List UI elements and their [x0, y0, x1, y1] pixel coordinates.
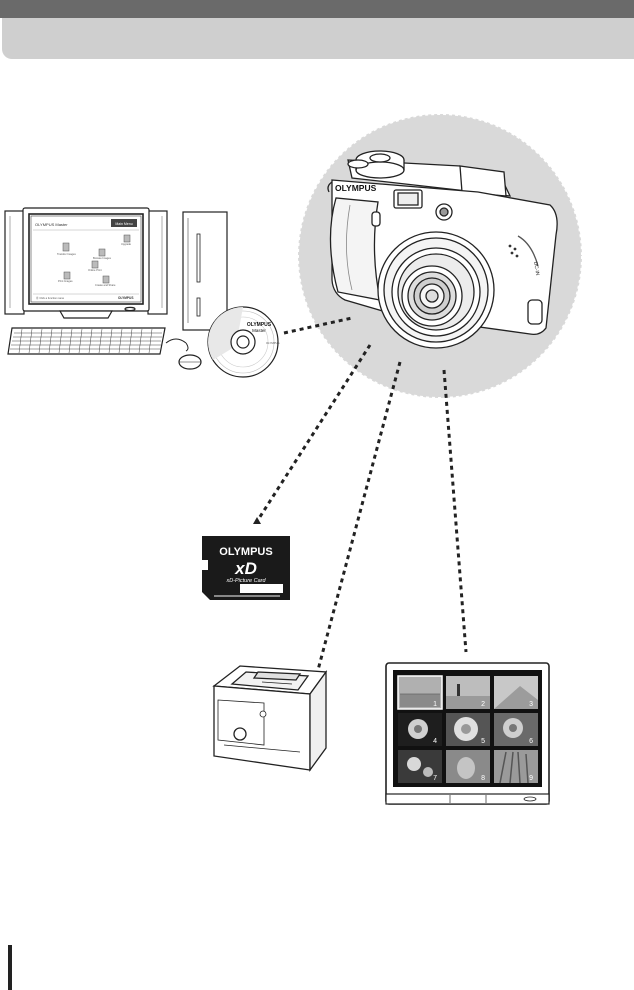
- cd-rim: OLYMPUS: [266, 341, 280, 345]
- thumb-label-5: 5: [481, 738, 485, 745]
- card-logo: xD: [234, 559, 257, 578]
- sw-icon-1: Transfer Images: [57, 252, 76, 256]
- sw-icon-5: Print Images: [58, 279, 73, 283]
- sw-icon-3: Upgrade: [121, 242, 132, 246]
- thumb-label-9: 9: [529, 775, 533, 782]
- thumb-label-4: 4: [433, 738, 437, 745]
- camera-brand: OLYMPUS: [335, 183, 377, 193]
- thumb-label-2: 2: [481, 701, 485, 708]
- printer: [214, 666, 326, 770]
- sw-title: OLYMPUS Master: [35, 222, 68, 227]
- sw-status: Ⓞ Click a function name: [36, 296, 65, 300]
- sw-brand: OLYMPUS: [118, 296, 133, 300]
- television: 1 2 3 4 5 6: [386, 663, 549, 804]
- cd-line2: Master: [252, 328, 266, 333]
- footer-mark: [8, 945, 12, 990]
- thumb-label-3: 3: [529, 701, 533, 708]
- thumb-label-1: 1: [433, 701, 437, 708]
- thumb-7: 7: [398, 750, 442, 783]
- software-window: Main Menu OLYMPUS Master Transfer Images…: [31, 216, 141, 302]
- thumb-4: 4: [398, 713, 442, 746]
- thumb-label-7: 7: [433, 775, 437, 782]
- thumb-label-8: 8: [481, 775, 485, 782]
- card-name: xD-Picture Card: [225, 578, 266, 584]
- computer: Main Menu OLYMPUS Master Transfer Images…: [5, 208, 227, 369]
- xd-picture-card: OLYMPUS xD xD-Picture Card: [202, 517, 290, 600]
- sw-icon-2: Browse Images: [93, 256, 112, 260]
- thumb-9: 9: [494, 750, 538, 783]
- thumb-label-6: 6: [529, 738, 533, 745]
- sw-icon-4: Online Print: [88, 268, 102, 272]
- thumb-5: 5: [446, 713, 490, 746]
- thumb-2: 2: [446, 676, 490, 709]
- connector-tv: [444, 370, 466, 652]
- cd-rom: OLYMPUS Master OLYMPUS: [208, 307, 280, 377]
- sw-menu: Main Menu: [115, 222, 132, 226]
- connector-card: [256, 345, 370, 523]
- thumb-8: 8: [446, 750, 490, 783]
- sw-icon-6: Create and Share: [95, 283, 116, 287]
- thumb-1: 1: [398, 676, 442, 709]
- card-brand: OLYMPUS: [219, 546, 272, 558]
- thumb-6: 6: [494, 713, 538, 746]
- thumb-3: 3: [494, 676, 538, 709]
